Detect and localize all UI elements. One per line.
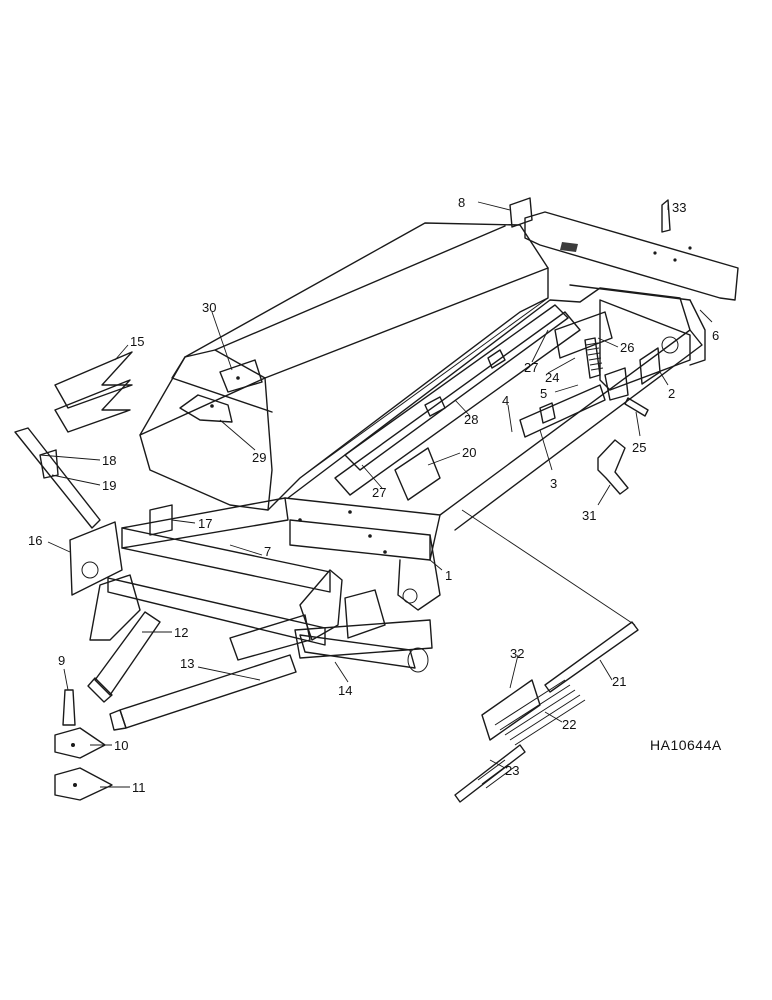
bar-13: [119, 654, 297, 729]
bracket-33: [661, 199, 671, 233]
bolt-9: [62, 689, 76, 726]
callout-25: 25: [632, 440, 646, 455]
callout-21: 21: [612, 674, 626, 689]
callout-9: 9: [58, 653, 65, 668]
lever-bar: [519, 384, 606, 438]
callout-12: 12: [174, 625, 188, 640]
callout-26: 26: [620, 340, 634, 355]
main-frame: [121, 284, 706, 611]
hitch-axle-assembly: [89, 569, 429, 673]
callout-13: 13: [180, 656, 194, 671]
spring-rod-assembly: [454, 509, 639, 803]
callout-27-lower: 27: [372, 485, 386, 500]
arrow-plates: [54, 351, 133, 433]
callout-23: 23: [505, 763, 519, 778]
slide-rails: [334, 304, 581, 496]
callout-8: 8: [458, 195, 465, 210]
callout-22: 22: [562, 717, 576, 732]
drawing-code: HA10644A: [650, 737, 722, 753]
callout-17: 17: [198, 516, 212, 531]
callout-11: 11: [132, 780, 146, 795]
callout-15: 15: [130, 334, 144, 349]
callout-16: 16: [28, 533, 42, 548]
arm-12-end: [87, 677, 113, 703]
plate-17: [149, 504, 173, 536]
bracket-10: [54, 727, 106, 759]
rear-cross-member: [524, 211, 739, 301]
plate-11: [54, 767, 113, 801]
callout-20: 20: [462, 445, 476, 460]
callout-1: 1: [445, 568, 452, 583]
callout-14: 14: [338, 683, 352, 698]
seed-hopper: [139, 222, 549, 511]
callout-10: 10: [114, 738, 128, 753]
leader-lines: [39, 201, 713, 788]
end-plate-16: [69, 521, 123, 596]
pin-25: [624, 397, 649, 417]
callout-28: 28: [464, 412, 478, 427]
strap-assembly: [14, 427, 101, 529]
spring-bracket: [554, 311, 613, 379]
callout-6: 6: [712, 328, 719, 343]
hopper-brackets: [179, 359, 263, 423]
plate-20: [394, 447, 441, 501]
crank-handle: [597, 439, 629, 495]
callout-2: 2: [668, 386, 675, 401]
callout-4: 4: [502, 393, 509, 408]
callout-32: 32: [510, 646, 524, 661]
callout-30: 30: [202, 300, 216, 315]
arm-12: [94, 611, 161, 696]
rear-side-frame: [599, 299, 691, 401]
tube-14: [294, 619, 433, 659]
callout-5: 5: [540, 386, 547, 401]
callout-7: 7: [264, 544, 271, 559]
callout-31: 31: [582, 508, 596, 523]
callout-33: 33: [672, 200, 686, 215]
callout-19: 19: [102, 478, 116, 493]
callout-3: 3: [550, 476, 557, 491]
callout-18: 18: [102, 453, 116, 468]
callout-27-upper: 27: [524, 360, 538, 375]
callout-24: 24: [545, 370, 559, 385]
plate-8: [509, 197, 533, 228]
callout-29: 29: [252, 450, 266, 465]
callout-labels: 1 2 3 4 5 6 7 8 9 10 11 12 13 14 15 16 1…: [28, 195, 719, 795]
